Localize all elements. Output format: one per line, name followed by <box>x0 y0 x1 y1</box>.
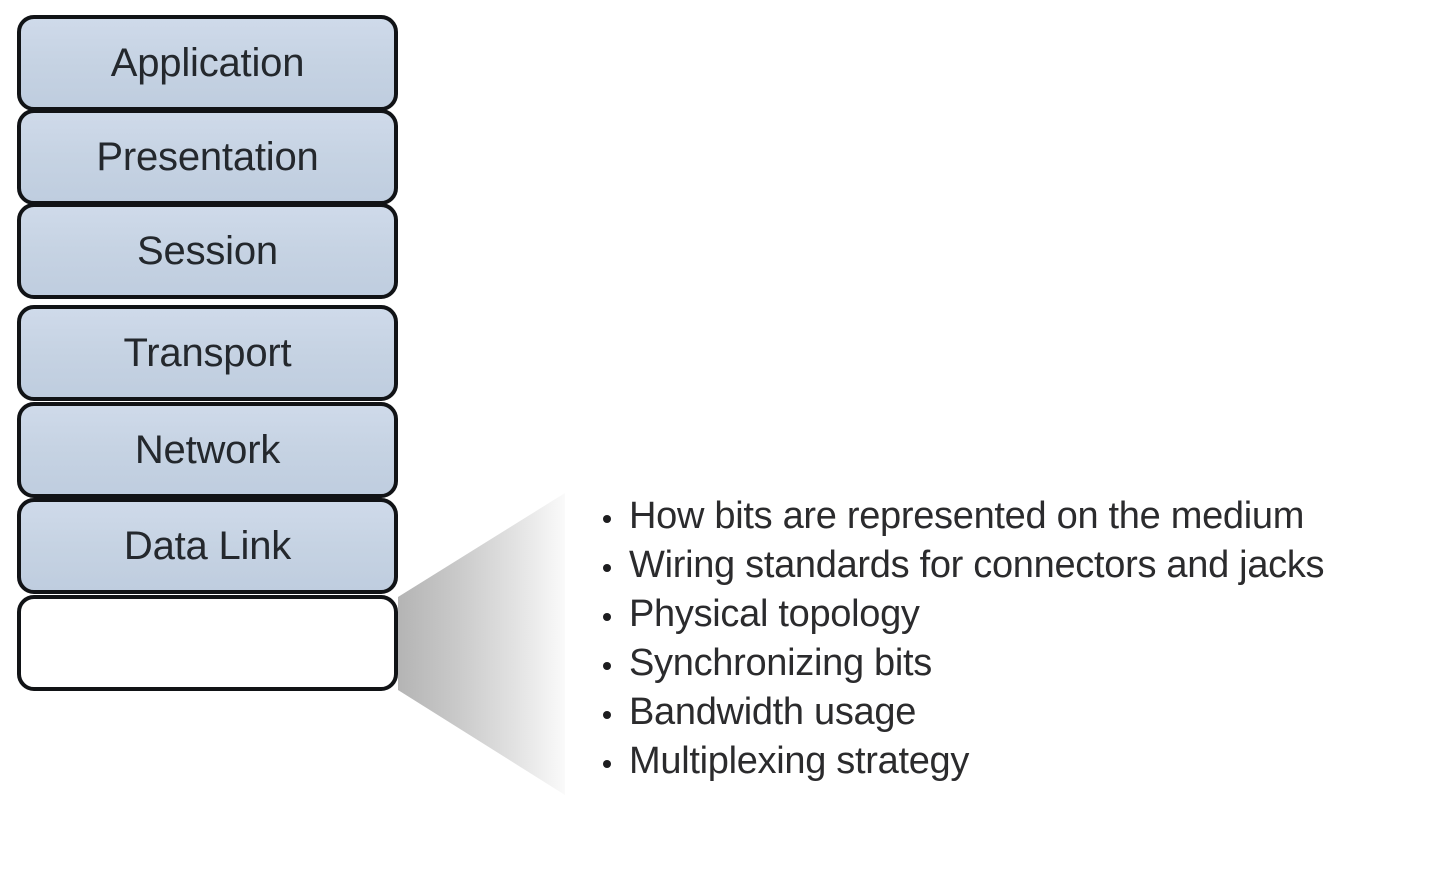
layer-box-physical[interactable] <box>17 595 398 691</box>
list-item: Multiplexing strategy <box>600 737 1430 786</box>
layer-box-network[interactable]: Network <box>17 402 398 498</box>
list-item-label: Synchronizing bits <box>629 642 932 684</box>
callout-wedge-shape <box>398 493 565 795</box>
osi-layer-stack: Application Presentation Session Transpo… <box>17 15 398 692</box>
list-item-label: How bits are represented on the medium <box>629 495 1305 537</box>
callout-wedge <box>398 489 568 799</box>
list-item: Bandwidth usage <box>600 688 1430 737</box>
list-item: How bits are represented on the medium <box>600 492 1430 541</box>
layer-label-session: Session <box>137 229 278 273</box>
physical-layer-detail-list: How bits are represented on the medium W… <box>600 492 1430 786</box>
layer-label-application: Application <box>110 41 305 85</box>
layer-box-application[interactable]: Application <box>17 15 398 111</box>
list-item: Wiring standards for connectors and jack… <box>600 541 1430 590</box>
list-item-label: Wiring standards for connectors and jack… <box>629 544 1325 586</box>
bullet-icon <box>603 711 611 719</box>
layer-label-presentation: Presentation <box>96 135 319 179</box>
bullet-icon <box>603 515 611 523</box>
list-item-label: Physical topology <box>629 593 920 635</box>
layer-box-session[interactable]: Session <box>17 203 398 299</box>
list-item: Physical topology <box>600 590 1430 639</box>
layer-box-transport[interactable]: Transport <box>17 305 398 401</box>
bullet-icon <box>603 564 611 572</box>
layer-label-transport: Transport <box>123 331 292 375</box>
layer-box-data-link[interactable]: Data Link <box>17 498 398 594</box>
bullet-icon <box>603 613 611 621</box>
list-item: Synchronizing bits <box>600 639 1430 688</box>
list-item-label: Bandwidth usage <box>629 691 917 733</box>
list-item-label: Multiplexing strategy <box>629 740 970 782</box>
layer-label-network: Network <box>134 428 281 472</box>
layer-box-presentation[interactable]: Presentation <box>17 109 398 205</box>
layer-label-data-link: Data Link <box>123 524 292 568</box>
bullet-icon <box>603 662 611 670</box>
bullet-icon <box>603 760 611 768</box>
